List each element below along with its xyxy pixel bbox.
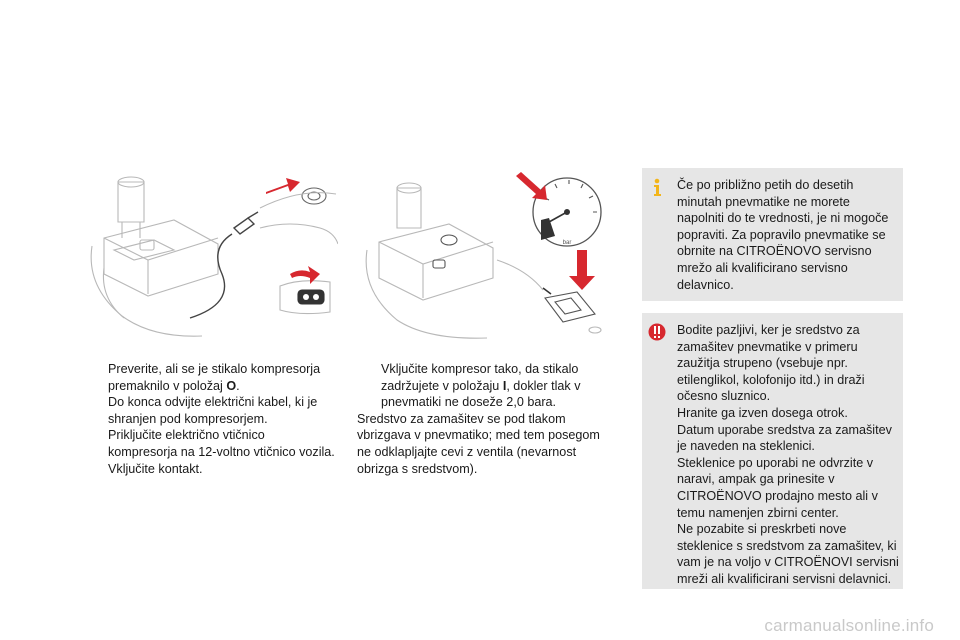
info-icon: [648, 177, 666, 197]
info-box: Če po približno petih do desetih minutah…: [642, 168, 903, 301]
warning-text: Bodite pazljivi, ker je sredstvo za zama…: [677, 322, 899, 588]
instruction-text: Do konca odvijte električni kabel, ki je…: [108, 395, 318, 426]
instructions-left: Preverite, ali se je stikalo kompresorja…: [84, 361, 336, 477]
instruction-item: Vključite kompresor tako, da stikalo zad…: [357, 361, 609, 411]
instruction-text-suffix: .: [236, 378, 240, 393]
instruction-text-suffix: , dokler tlak v pnevmatiki ne doseže 2,0…: [381, 378, 581, 410]
instruction-text: Vključite kontakt.: [108, 461, 203, 476]
instruction-item: Preverite, ali se je stikalo kompresorja…: [84, 361, 336, 394]
instructions-middle: Vključite kompresor tako, da stikalo zad…: [357, 361, 609, 477]
warning-line: Hranite ga izven dosega otrok.: [677, 405, 848, 420]
watermark: carmanualsonline.info: [764, 616, 934, 635]
compressor-gauge-illustration: bar: [357, 168, 611, 344]
instruction-text: Preverite, ali se je stikalo kompresorja…: [108, 362, 321, 393]
warning-line: Steklenice po uporabi ne odvrzite v nara…: [677, 455, 878, 520]
warning-line: Bodite pazljivi, ker je sredstvo za zama…: [677, 323, 865, 404]
instruction-text: Priključite električno vtičnico kompreso…: [108, 428, 335, 459]
warning-icon: [648, 322, 666, 342]
switch-position-label: O: [226, 378, 237, 393]
instruction-text: Vključite kompresor tako, da stikalo zad…: [381, 362, 579, 393]
info-text: Če po približno petih do desetih minutah…: [677, 178, 889, 292]
compressor-plug-illustration: [84, 168, 338, 344]
warning-line: Datum uporabe sredstva za zamašitev je n…: [677, 422, 892, 454]
instruction-item: Vključite kontakt.: [84, 461, 336, 478]
instruction-item: Priključite električno vtičnico kompreso…: [84, 427, 336, 460]
gauge-unit-label: bar: [563, 240, 572, 246]
instruction-item: Do konca odvijte električni kabel, ki je…: [84, 394, 336, 427]
warning-box: Bodite pazljivi, ker je sredstvo za zama…: [642, 313, 903, 589]
switch-position-label: I: [502, 378, 507, 393]
injection-note: Sredstvo za zamašitev se pod tlakom vbri…: [357, 411, 600, 476]
warning-line: Ne pozabite si preskrbeti nove steklenic…: [677, 522, 899, 586]
